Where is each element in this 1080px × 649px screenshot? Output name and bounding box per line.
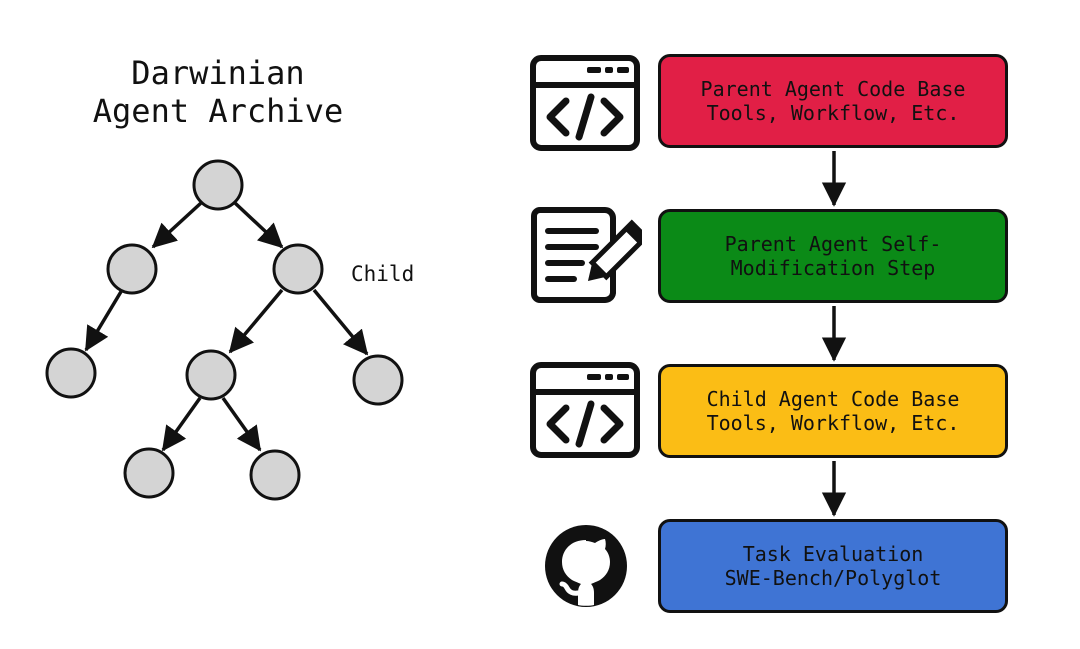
step-self-modification: Parent Agent Self- Modification Step bbox=[658, 209, 1008, 303]
tree-node bbox=[249, 449, 301, 501]
tree-edge bbox=[84, 289, 124, 352]
step-parent-code-base-line1: Parent Agent Code Base bbox=[700, 77, 966, 101]
tree-node bbox=[45, 347, 97, 399]
tree-node bbox=[192, 159, 244, 211]
tree-node bbox=[185, 349, 237, 401]
code-window-icon bbox=[530, 362, 640, 458]
tree-edge bbox=[312, 288, 369, 356]
step-child-code-base-line2: Tools, Workflow, Etc. bbox=[706, 411, 960, 435]
step-task-evaluation-line2: SWE-Bench/Polyglot bbox=[724, 566, 942, 590]
tree-node bbox=[106, 243, 158, 295]
tree-edge bbox=[228, 288, 284, 354]
archive-title-line2: Agent Archive bbox=[92, 92, 344, 130]
step-child-code-base: Child Agent Code Base Tools, Workflow, E… bbox=[658, 364, 1008, 458]
step-self-modification-line2: Modification Step bbox=[730, 256, 936, 280]
tree-edge bbox=[151, 201, 203, 249]
tree-edge bbox=[221, 396, 262, 452]
document-pencil-icon bbox=[531, 207, 642, 304]
child-label: Child bbox=[351, 262, 415, 286]
code-window-icon bbox=[530, 55, 640, 151]
archive-title: Darwinian Agent Archive bbox=[40, 54, 396, 130]
tree-node bbox=[272, 243, 324, 295]
tree-node bbox=[123, 447, 175, 499]
step-child-code-base-line1: Child Agent Code Base bbox=[706, 387, 960, 411]
archive-title-line1: Darwinian bbox=[131, 54, 305, 92]
step-self-modification-line1: Parent Agent Self- bbox=[724, 232, 942, 256]
tree-node bbox=[352, 354, 404, 406]
tree-edge bbox=[233, 201, 284, 249]
step-parent-code-base: Parent Agent Code Base Tools, Workflow, … bbox=[658, 54, 1008, 148]
tree-edge bbox=[161, 396, 202, 452]
github-icon bbox=[545, 525, 627, 607]
step-task-evaluation-line1: Task Evaluation bbox=[742, 542, 924, 566]
step-parent-code-base-line2: Tools, Workflow, Etc. bbox=[706, 101, 960, 125]
step-task-evaluation: Task Evaluation SWE-Bench/Polyglot bbox=[658, 519, 1008, 613]
